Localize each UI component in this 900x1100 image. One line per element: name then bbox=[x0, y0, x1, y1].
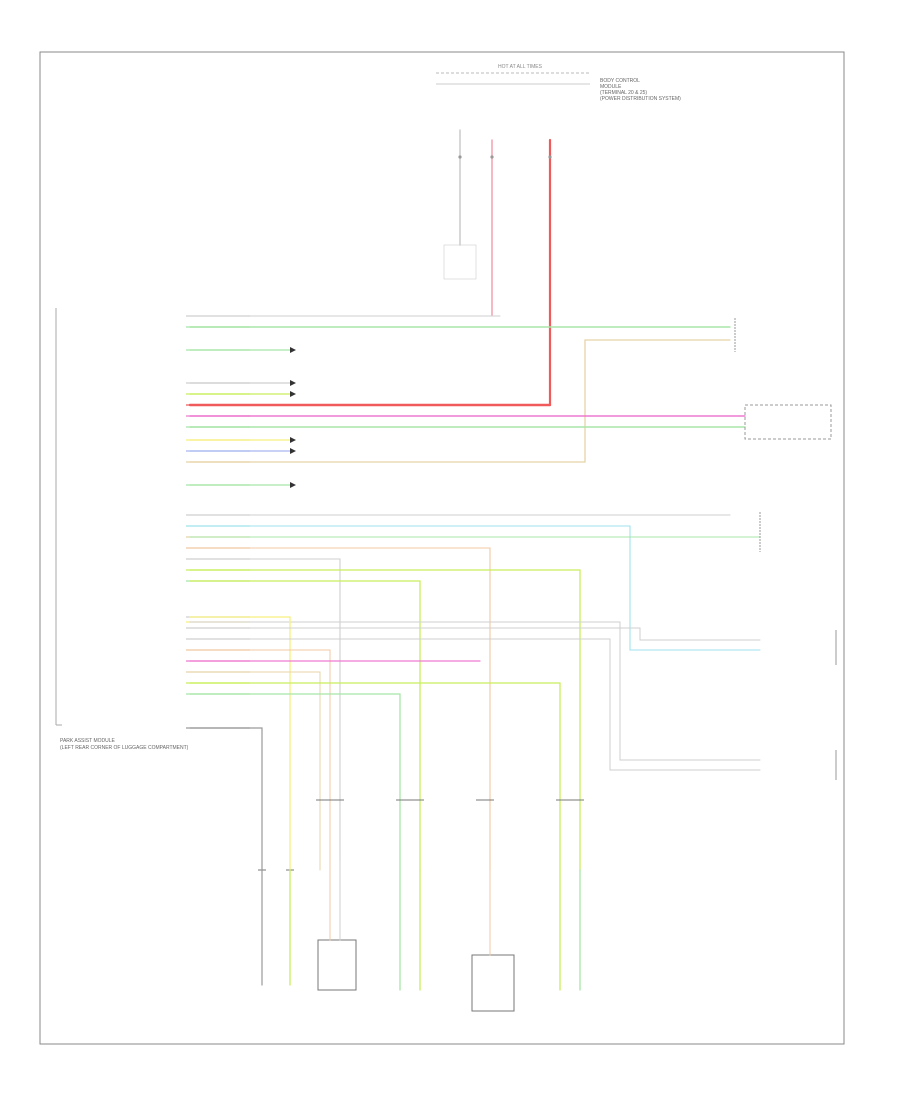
arrow-markers bbox=[290, 347, 296, 488]
fuse-block: HOT AT ALL TIMES BODY CONTROL MODULE (TE… bbox=[436, 64, 681, 102]
right-component-display bbox=[744, 404, 832, 440]
splice-box bbox=[443, 244, 477, 280]
module-subname: (LEFT REAR CORNER OF LUGGAGE COMPARTMENT… bbox=[60, 745, 189, 751]
fuse-note-3: (TERMINAL 20 & 25) bbox=[600, 90, 647, 96]
top-wire-group bbox=[186, 315, 250, 486]
fuse-note-1: BODY CONTROL bbox=[600, 78, 640, 84]
bottom-connector-marks bbox=[258, 799, 584, 871]
bottom-component-sensor-a bbox=[317, 939, 357, 991]
bottom-long-runs bbox=[189, 514, 761, 871]
bottom-component-sensor-b bbox=[471, 954, 515, 1012]
diagram-border bbox=[39, 51, 845, 1045]
bottom-verticals bbox=[261, 859, 581, 991]
fuse-note-4: (POWER DISTRIBUTION SYSTEM) bbox=[600, 96, 681, 102]
module-name: PARK ASSIST MODULE bbox=[60, 738, 115, 744]
fuse-note-2: MODULE bbox=[600, 84, 622, 90]
top-long-runs bbox=[188, 315, 746, 486]
fuse-hot-label: HOT AT ALL TIMES bbox=[498, 64, 543, 70]
drop-connectors bbox=[458, 155, 552, 159]
